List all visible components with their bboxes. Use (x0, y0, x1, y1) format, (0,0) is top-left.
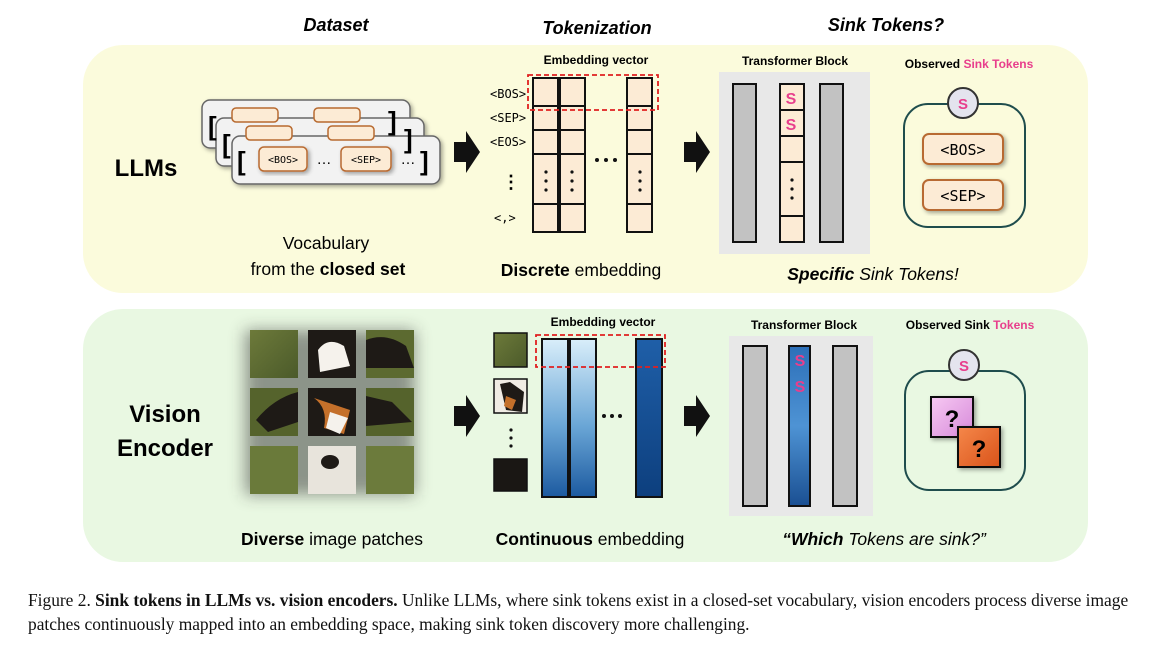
svg-text:]: ] (388, 106, 397, 136)
vision-sink-marker: S (795, 379, 806, 396)
llm-sink-marker: S (786, 91, 797, 108)
svg-text:[: [ (222, 129, 231, 159)
diverse-patches-label: Diverse image patches (241, 529, 423, 549)
vocabulary-cards: [ [ ] ] [ <BOS> … <SEP> … ] (201, 99, 441, 185)
llm-observed-label: Observed Sink Tokens (905, 57, 1034, 71)
llm-sink-circle (947, 87, 979, 119)
card-dots: … (317, 151, 332, 168)
card-open-bracket: [ (237, 146, 246, 176)
header-tokenization: Tokenization (542, 18, 651, 38)
vision-embedding-vector-label: Embedding vector (551, 315, 656, 329)
vision-conclusion: “Which Tokens are sink?” (782, 529, 987, 549)
card-bos-token: <BOS> (268, 155, 298, 166)
svg-text:?: ? (972, 436, 987, 463)
arrow-icon (454, 131, 480, 173)
arrow-icon (454, 395, 480, 437)
vision-row-label-line1: Vision (129, 401, 201, 428)
vision-embedding-highlight (535, 334, 666, 368)
svg-text:<BOS>: <BOS> (940, 141, 985, 159)
arrow-icon (684, 395, 710, 437)
llm-token-labels: <BOS> <SEP> <EOS> ⋮ <,> (490, 87, 526, 225)
observed-bos-token (922, 133, 1004, 165)
svg-text:[: [ (208, 111, 217, 141)
figure-diagram: Dataset Tokenization Sink Tokens? LLMs [… (83, 15, 1088, 562)
arrow-icon (684, 131, 710, 173)
llm-sink-marker: S (786, 117, 797, 134)
vocab-line1: Vocabulary (283, 233, 370, 253)
vision-transformer-token-column (788, 345, 811, 507)
vision-transformer-block-label: Transformer Block (751, 318, 857, 332)
continuous-embedding-label: Continuous embedding (496, 529, 685, 549)
header-sink-tokens: Sink Tokens? (828, 15, 944, 35)
llm-embedding-vector-label: Embedding vector (544, 53, 649, 67)
llm-transformer-token-column (779, 83, 805, 243)
svg-text:]: ] (404, 124, 413, 154)
observed-sep-token (922, 179, 1004, 211)
llm-conclusion: Specific Sink Tokens! (787, 264, 959, 284)
llm-row-label: LLMs (115, 155, 178, 182)
vision-row-label-line2: Encoder (117, 435, 213, 462)
card-dots-2: … (401, 151, 416, 168)
continuous-embedding-columns (541, 338, 663, 498)
vision-sink-marker: S (795, 353, 806, 370)
card-close-bracket: ] (420, 146, 429, 176)
caption-figure-num: Figure 2. (28, 590, 96, 610)
llm-transformer-block-label: Transformer Block (742, 54, 848, 68)
embedding-vertical-dots (544, 158, 642, 192)
discrete-embedding-columns (532, 77, 653, 233)
image-patches-grid (245, 330, 415, 495)
llm-embedding-highlight (527, 74, 659, 111)
header-dataset: Dataset (303, 15, 369, 35)
vision-sink-circle (948, 349, 980, 381)
figure-caption: Figure 2. Sink tokens in LLMs vs. vision… (28, 588, 1150, 636)
vocab-line2: from the closed set (251, 259, 406, 279)
svg-text:<BOS>: <BOS> (490, 87, 526, 101)
vision-observed-label: Observed Sink Tokens (906, 318, 1035, 332)
discrete-embedding-label: Discrete embedding (501, 260, 662, 280)
caption-body: Unlike LLMs, where sink tokens exist in … (28, 590, 1129, 634)
svg-text:<EOS>: <EOS> (490, 135, 526, 149)
card-sep-token: <SEP> (351, 155, 381, 166)
svg-text:<SEP>: <SEP> (940, 187, 985, 205)
patch-thumbnails (493, 332, 528, 492)
svg-text:S: S (958, 96, 968, 113)
svg-text:<SEP>: <SEP> (490, 111, 526, 125)
svg-text:<,>: <,> (494, 211, 516, 225)
unknown-token-icon (957, 426, 1001, 468)
svg-text:?: ? (945, 406, 960, 433)
caption-title: Sink tokens in LLMs vs. vision encoders. (95, 590, 398, 610)
svg-text:⋮: ⋮ (502, 172, 520, 192)
svg-text:S: S (959, 358, 969, 375)
